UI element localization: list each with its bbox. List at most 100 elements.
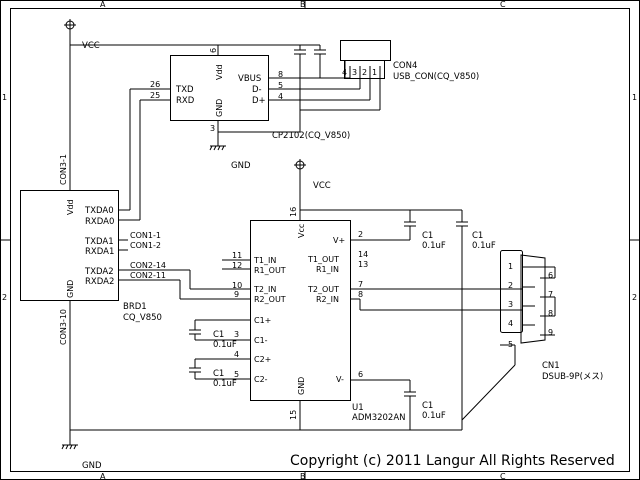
- row-label-2-left: 2: [2, 293, 7, 302]
- gnd-symbol-bottom: [61, 444, 78, 450]
- col-label-b-bottom: B: [300, 472, 306, 480]
- con4-part-label: USB_CON(CQ_V850): [393, 72, 479, 82]
- vcc-label-top: VCC: [82, 41, 100, 51]
- brd1-vdd-label: Vdd: [66, 199, 75, 215]
- cp2102-vdd-num: 6: [209, 48, 218, 53]
- brd1-con1-1: CON1-1: [130, 231, 161, 240]
- u1-c1plus: C1+: [254, 316, 271, 325]
- cn1-pin-8: 8: [548, 309, 553, 318]
- cap-c1-value-2: 0.1uF: [213, 379, 237, 389]
- cp2102-pin-25: 25: [150, 91, 160, 100]
- u1-vminus: V-: [336, 375, 344, 384]
- brd1-ref-label: BRD1: [123, 302, 147, 312]
- cn1-pin-9: 9: [548, 328, 553, 337]
- cn1-pin-4: 4: [508, 319, 513, 328]
- gnd-symbol-cp2102: [209, 145, 226, 151]
- u1-pin-5: 5: [234, 370, 239, 379]
- u1-c2minus: C2-: [254, 375, 268, 384]
- cp2102-pin-4: 4: [278, 92, 283, 101]
- cap-c1-label-3: C1: [422, 231, 433, 241]
- usb-wires: [268, 66, 381, 111]
- cn1-pin-5: 5: [508, 340, 513, 349]
- cap-c1-label-4: C1: [472, 231, 483, 241]
- u1-pin-2: 2: [358, 230, 363, 239]
- cap-c1-value-3: 0.1uF: [422, 241, 446, 251]
- u1-pin-10: 10: [232, 281, 242, 290]
- u1-t1-out: T1_OUT: [307, 255, 339, 264]
- cap-c1-label-5: C1: [422, 401, 433, 411]
- u1-ref-label: U1: [352, 403, 364, 413]
- brd1-con2-14: CON2-14: [130, 261, 166, 270]
- brd1-txda0: TXDA0: [84, 206, 114, 216]
- u1-part-label: ADM3202AN: [352, 413, 406, 423]
- u1-r1-out: R1_OUT: [254, 266, 286, 275]
- u1-c2plus: C2+: [254, 355, 271, 364]
- col-label-c-top: C: [500, 0, 506, 9]
- cn1-pin-1: 1: [508, 262, 513, 271]
- cp2102-vdd-label: Vdd: [215, 64, 224, 80]
- brd1-txda1: TXDA1: [84, 237, 114, 247]
- cap-c1-label-1: C1: [213, 330, 224, 340]
- cap-c1-value-1: 0.1uF: [213, 340, 237, 350]
- cp2102-pin-5: 5: [278, 81, 283, 90]
- brd1-board: [20, 190, 119, 301]
- brd1-wires: [69, 88, 462, 445]
- con4-ref-label: CON4: [393, 61, 417, 71]
- u1-pin-12: 12: [232, 261, 242, 270]
- u1-t1-in: T1_IN: [253, 256, 276, 265]
- cn1-pin-3: 3: [508, 300, 513, 309]
- gnd-label-cp2102: GND: [231, 161, 251, 171]
- col-label-a-bottom: A: [100, 472, 106, 480]
- col-label-b-top: B: [300, 0, 306, 9]
- u1-left-pin-wires: [222, 259, 250, 380]
- brd1-gnd-label: GND: [66, 280, 75, 298]
- u1-r2-in: R2_IN: [316, 295, 339, 304]
- cap-c1-value-4: 0.1uF: [472, 241, 496, 251]
- u1-pin-14: 14: [358, 250, 368, 259]
- cp2102-dplus-label: D+: [252, 96, 266, 106]
- cp2102-pin-8: 8: [278, 70, 283, 79]
- u1-t2-in: T2_IN: [253, 285, 276, 294]
- brd1-txda2: TXDA2: [84, 267, 114, 277]
- cp2102-txd-label: TXD: [175, 85, 194, 95]
- brd1-con1-2: CON1-2: [130, 241, 161, 250]
- con4-pin-2: 2: [362, 68, 367, 77]
- brd1-rxda1: RXDA1: [85, 247, 114, 257]
- vcc-label-mid: VCC: [313, 181, 331, 191]
- cp2102-gnd-label: GND: [215, 99, 224, 117]
- brd1-con3-1: CON3-1: [59, 154, 68, 185]
- u1-r2-out: R2_OUT: [254, 295, 286, 304]
- u1-gnd-label: GND: [297, 377, 306, 395]
- vcc-symbol-mid: [294, 159, 462, 220]
- u1-pin-3: 3: [234, 330, 239, 339]
- brd1-con2-11: CON2-11: [130, 271, 166, 280]
- brd1-rxda2: RXDA2: [85, 277, 114, 287]
- cp2102-ref-label: CP2102(CQ_V850): [272, 131, 350, 141]
- con4-pin-3: 3: [352, 68, 357, 77]
- con4-pin-1: 1: [372, 68, 377, 77]
- cp2102-rxd-label: RXD: [176, 96, 195, 106]
- charge-pump-caps: [189, 319, 222, 380]
- cp2102-chip: [170, 55, 300, 146]
- cap-c1-value-5: 0.1uF: [422, 411, 446, 421]
- cp2102-pin-26: 26: [150, 80, 160, 89]
- u1-gnd-num: 15: [289, 410, 298, 420]
- row-label-1-left: 1: [2, 93, 7, 102]
- cn1-pin-2: 2: [508, 281, 513, 290]
- u1-pin-9: 9: [234, 290, 239, 299]
- cn1-pin-7: 7: [548, 290, 553, 299]
- row-label-2-right: 2: [632, 293, 637, 302]
- gnd-label-bottom: GND: [82, 461, 102, 471]
- u1-pin-8: 8: [358, 290, 363, 299]
- u1-pin-6: 6: [358, 370, 363, 379]
- u1-r1-in: R1_IN: [316, 265, 339, 274]
- u1-pin-7: 7: [358, 280, 363, 289]
- u1-chip: [250, 220, 351, 430]
- vcc-symbol-top: [64, 19, 76, 45]
- u1-right-pin-wires: [350, 230, 500, 381]
- right-caps: [404, 210, 468, 430]
- brd1-rxda0: RXDA0: [85, 217, 114, 227]
- usb-connector-con4: [340, 40, 391, 79]
- vcc-rail-top: [69, 44, 350, 190]
- dsub9-connector: [461, 250, 556, 421]
